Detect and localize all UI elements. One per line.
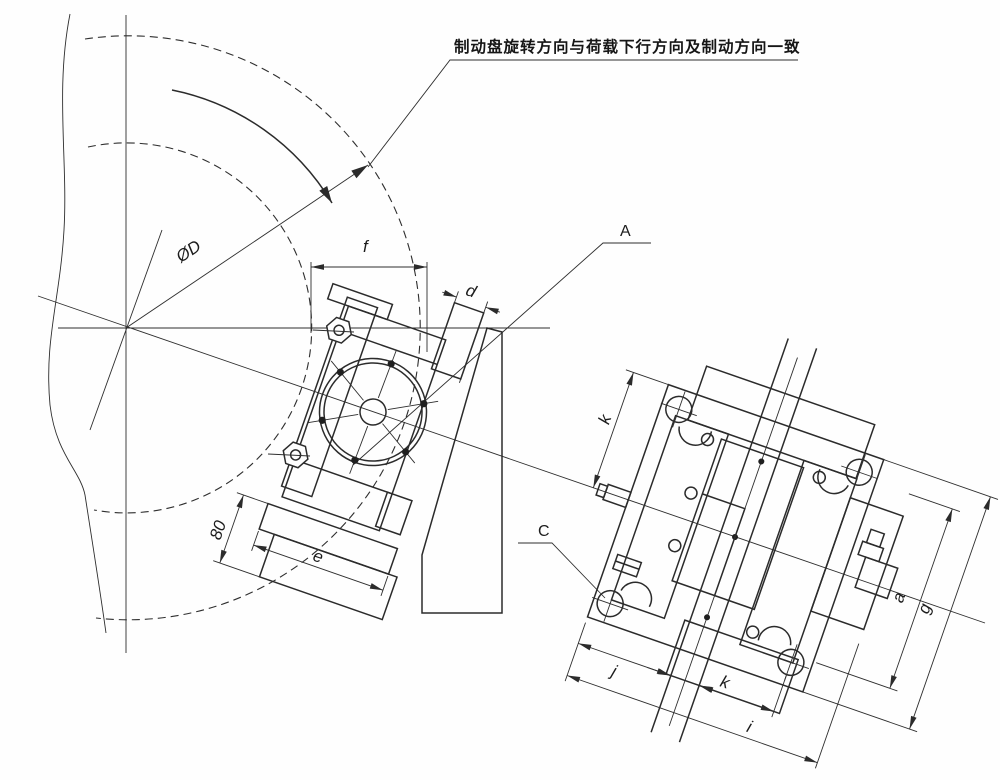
disc-outer-edge-arc [84, 35, 421, 621]
mounting-wedge-bracket [421, 327, 503, 614]
detail-c-callout: C [518, 523, 606, 599]
pad-holes [668, 432, 827, 639]
caliper-body-edge-bottom [294, 459, 393, 495]
mounting-holes [592, 391, 878, 681]
bridge-plate-top [686, 365, 876, 480]
dim-d-label: d [463, 280, 479, 301]
pad-plate-left [610, 414, 730, 620]
piston-bolt-circle [307, 350, 439, 474]
rotation-note-text: 制动盘旋转方向与荷载下行方向及制动方向一致 [454, 37, 801, 56]
disc-radial-line [89, 229, 163, 431]
cylinder-housing [809, 496, 905, 631]
mounting-hole [592, 581, 653, 622]
view-a-label: A [620, 223, 631, 240]
upper-bolt-axis-tick [312, 329, 355, 333]
caliper-step-block [374, 491, 413, 536]
dim-k-top: k [592, 369, 669, 488]
mounting-hole [660, 391, 713, 446]
caliper-body [281, 305, 447, 532]
caliper-body-edge-top [339, 329, 438, 366]
center-plate [671, 438, 805, 611]
center-plate-step [702, 493, 746, 596]
disc-inner-edge-arc [87, 142, 313, 514]
dim-i-label: i [744, 717, 755, 737]
rotation-note-leader [367, 59, 798, 168]
piston-face [307, 350, 439, 474]
dim-k-top-label: k [595, 411, 616, 427]
pad-plate-right [738, 459, 858, 664]
rotation-direction-arc [171, 89, 333, 204]
view-a-leader [352, 242, 651, 466]
disc-face-line-left [650, 338, 789, 733]
dim-a: a [816, 493, 961, 692]
dim-d: d [442, 280, 501, 383]
mounting-hole [817, 454, 878, 495]
hex-bolt-upper [325, 316, 353, 344]
break-line-wavy [48, 13, 107, 634]
dim-f: f [310, 237, 428, 352]
caliper-plan-view: k a g j k i [564, 338, 999, 769]
piston-hub-circle [359, 398, 387, 426]
brake-disc: ØD [48, 13, 550, 653]
dim-k-bottom-label: k [718, 672, 734, 693]
dim-f-label: f [363, 237, 370, 256]
dim-bottom-row: j k i [564, 622, 860, 769]
caliper-mount-plate [280, 296, 379, 498]
clamp-tab [611, 553, 643, 578]
disc-diameter-label: ØD [172, 236, 205, 267]
rotation-note: 制动盘旋转方向与荷载下行方向及制动方向一致 [367, 37, 801, 168]
lower-bolt-axis-tick [267, 453, 311, 457]
dim-j-label: j [607, 661, 620, 681]
dim-g-label: g [914, 600, 935, 616]
caliper-side-view: e 80 d [206, 280, 501, 621]
disc-radius-line [125, 164, 369, 329]
detail-c-label: C [538, 523, 550, 540]
dim-a-label: a [888, 590, 909, 605]
caliper-top-cap [326, 282, 394, 321]
view-a-callout: A [352, 223, 651, 466]
detail-c-leader [518, 542, 606, 599]
dim-80-label: 80 [206, 518, 230, 543]
main-axis-line [37, 295, 986, 624]
dim-e-label: e [311, 546, 326, 567]
dim-e: e [251, 530, 389, 596]
mounting-hole [757, 625, 809, 681]
disc-face-line-right [678, 348, 818, 743]
brake-pad-plate [258, 502, 399, 576]
